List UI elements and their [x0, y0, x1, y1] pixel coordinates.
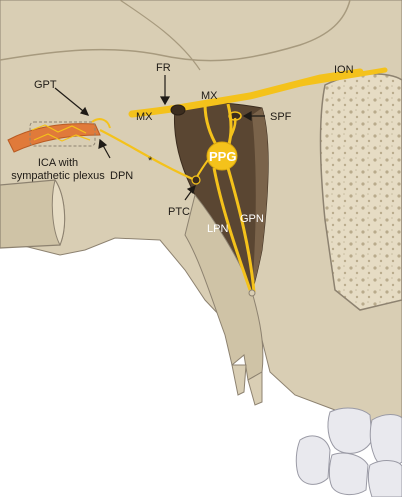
- label-ica-line1: ICA with: [38, 157, 78, 169]
- label-lpn: LPN: [207, 223, 228, 235]
- ica-sympathetic-plexus-box: [29, 121, 96, 147]
- molar-tooth-2: [369, 414, 402, 468]
- label-ion: ION: [334, 64, 354, 76]
- skull-ridge-contour: [119, 0, 201, 71]
- greater-palatine-foramen: [248, 289, 256, 297]
- skull-upper-contour: [0, 0, 351, 62]
- pterygopalatine-ganglion: [206, 141, 238, 171]
- fossa-inner-shading: [252, 108, 269, 292]
- label-mx-left: MX: [136, 111, 153, 123]
- spf-branch: [228, 117, 237, 139]
- label-ptc: PTC: [168, 206, 190, 218]
- label-dpn: DPN: [110, 170, 133, 182]
- label-mx-center: MX: [201, 90, 218, 102]
- molar-tooth-4: [328, 452, 369, 495]
- label-gpt: GPT: [34, 79, 57, 91]
- label-ppg: PPG: [209, 149, 236, 164]
- vidian-nerve: [99, 129, 196, 182]
- infraorbital-nerve-extension: [297, 67, 388, 87]
- pterygoid-hook-left: [231, 364, 247, 396]
- pterygoid-hook-right: [247, 371, 263, 406]
- lesser-palatine-nerve: [212, 167, 252, 291]
- label-asterisk: *: [148, 155, 153, 167]
- label-spf: SPF: [270, 111, 292, 123]
- label-fr: FR: [156, 62, 171, 74]
- gpt-nerve-junction: [91, 118, 111, 129]
- pointer-arrows: [54, 75, 265, 201]
- label-gpn: GPN: [240, 213, 264, 225]
- label-ica-line2: sympathetic plexus: [11, 170, 105, 182]
- sympathetic-plexus-fibers: [31, 124, 91, 142]
- foramen-rotundum: [170, 104, 186, 116]
- molar-tooth-3: [295, 435, 331, 485]
- molar-tooth-1: [327, 407, 373, 454]
- pterygoid-plate: [184, 193, 264, 381]
- pterygoid-canal-opening: [191, 175, 201, 185]
- greater-palatine-nerve: [226, 167, 256, 293]
- zygomatic-arch-stub-face: [51, 178, 65, 247]
- molar-tooth-5: [367, 460, 402, 497]
- maxillary-nerve: [128, 68, 364, 118]
- zygomatic-bone: [319, 73, 402, 311]
